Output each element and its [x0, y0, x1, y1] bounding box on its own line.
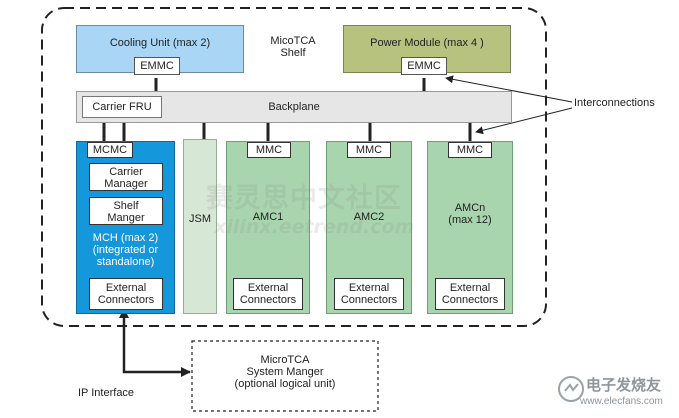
system-manager-line2: System Manger: [246, 366, 324, 378]
amcn-label-line2: (max 12): [448, 214, 492, 226]
shelf-manager-line1: Shelf: [113, 200, 139, 212]
amc-module-1: MMC AMC1 External Connectors: [226, 141, 310, 314]
amc1-mmc: MMC: [247, 142, 291, 158]
jsm-module: JSM: [183, 139, 217, 314]
brand-name: 电子发烧友: [586, 376, 662, 394]
mch-description-line2: (integrated or: [92, 244, 159, 256]
ip-interface-label: IP Interface: [78, 387, 135, 399]
amc1-external-line2: Connectors: [239, 294, 297, 306]
carrier-fru: Carrier FRU: [82, 96, 162, 118]
carrier-manager-line1: Carrier: [109, 166, 143, 178]
interconnections-label: Interconnections: [574, 97, 655, 109]
amc1-external-line1: External: [247, 282, 289, 294]
shelf-manager-line2: Manger: [107, 212, 145, 224]
power-emmc: EMMC: [401, 57, 447, 75]
brand-site: www.elecfans.com: [580, 396, 663, 407]
amc-module-n: MMC AMCn (max 12) External Connectors: [427, 141, 513, 314]
mch-description-line3: standalone): [96, 256, 155, 268]
amc1-label: AMC1: [227, 211, 309, 223]
amc1-external-connectors: External Connectors: [233, 278, 303, 310]
system-manager-line3: (optional logical unit): [234, 378, 336, 390]
system-manager-outline: [191, 340, 379, 412]
backplane-label: Backplane: [268, 101, 320, 113]
cooling-unit-label: Cooling Unit (max 2): [109, 37, 211, 49]
shelf-label: MicoTCA Shelf: [258, 35, 328, 59]
mch-mcmc: MCMC: [87, 142, 133, 158]
amc2-label-line1: AMC2: [353, 211, 385, 223]
carrier-manager: Carrier Manager: [89, 163, 163, 191]
amc2-mmc: MMC: [347, 142, 391, 158]
amcn-external-line2: Connectors: [441, 294, 499, 306]
power-module-label: Power Module (max 4 ): [370, 37, 484, 49]
shelf-manager: Shelf Manger: [89, 197, 163, 225]
shelf-label-line1: MicoTCA: [270, 35, 316, 47]
mch-external-line2: Connectors: [97, 294, 155, 306]
amc2-external-line2: Connectors: [340, 294, 398, 306]
mch-external-connectors: External Connectors: [89, 278, 163, 310]
brand-logo: 电子发烧友 www.elecfans.com: [556, 372, 674, 414]
amcn-mmc: MMC: [448, 142, 492, 158]
shelf-label-line2: Shelf: [280, 47, 306, 59]
amcn-external-connectors: External Connectors: [435, 278, 505, 310]
amc1-label-line1: AMC1: [252, 211, 284, 223]
amc2-external-connectors: External Connectors: [334, 278, 404, 310]
amcn-label-line1: AMCn: [454, 202, 486, 214]
system-manager-line1: MicroTCA: [260, 354, 310, 366]
amc2-external-line1: External: [348, 282, 390, 294]
amc-module-2: MMC AMC2 External Connectors: [326, 141, 412, 314]
mch-module: MCMC Carrier Manager Shelf Manger MCH (m…: [76, 141, 175, 314]
mch-description: MCH (max 2) (integrated or standalone): [77, 232, 174, 268]
brand-logo-icon: [558, 376, 584, 402]
system-manager: MicroTCA System Manger (optional logical…: [192, 354, 378, 390]
cooling-emmc: EMMC: [134, 57, 180, 75]
mch-description-line1: MCH (max 2): [92, 232, 159, 244]
amcn-label: AMCn (max 12): [428, 202, 512, 226]
mch-external-line1: External: [105, 282, 147, 294]
amcn-external-line1: External: [449, 282, 491, 294]
carrier-manager-line2: Manager: [104, 178, 148, 190]
shelf-outline: [41, 7, 547, 327]
jsm-label: JSM: [189, 213, 211, 225]
amc2-label: AMC2: [327, 211, 411, 223]
